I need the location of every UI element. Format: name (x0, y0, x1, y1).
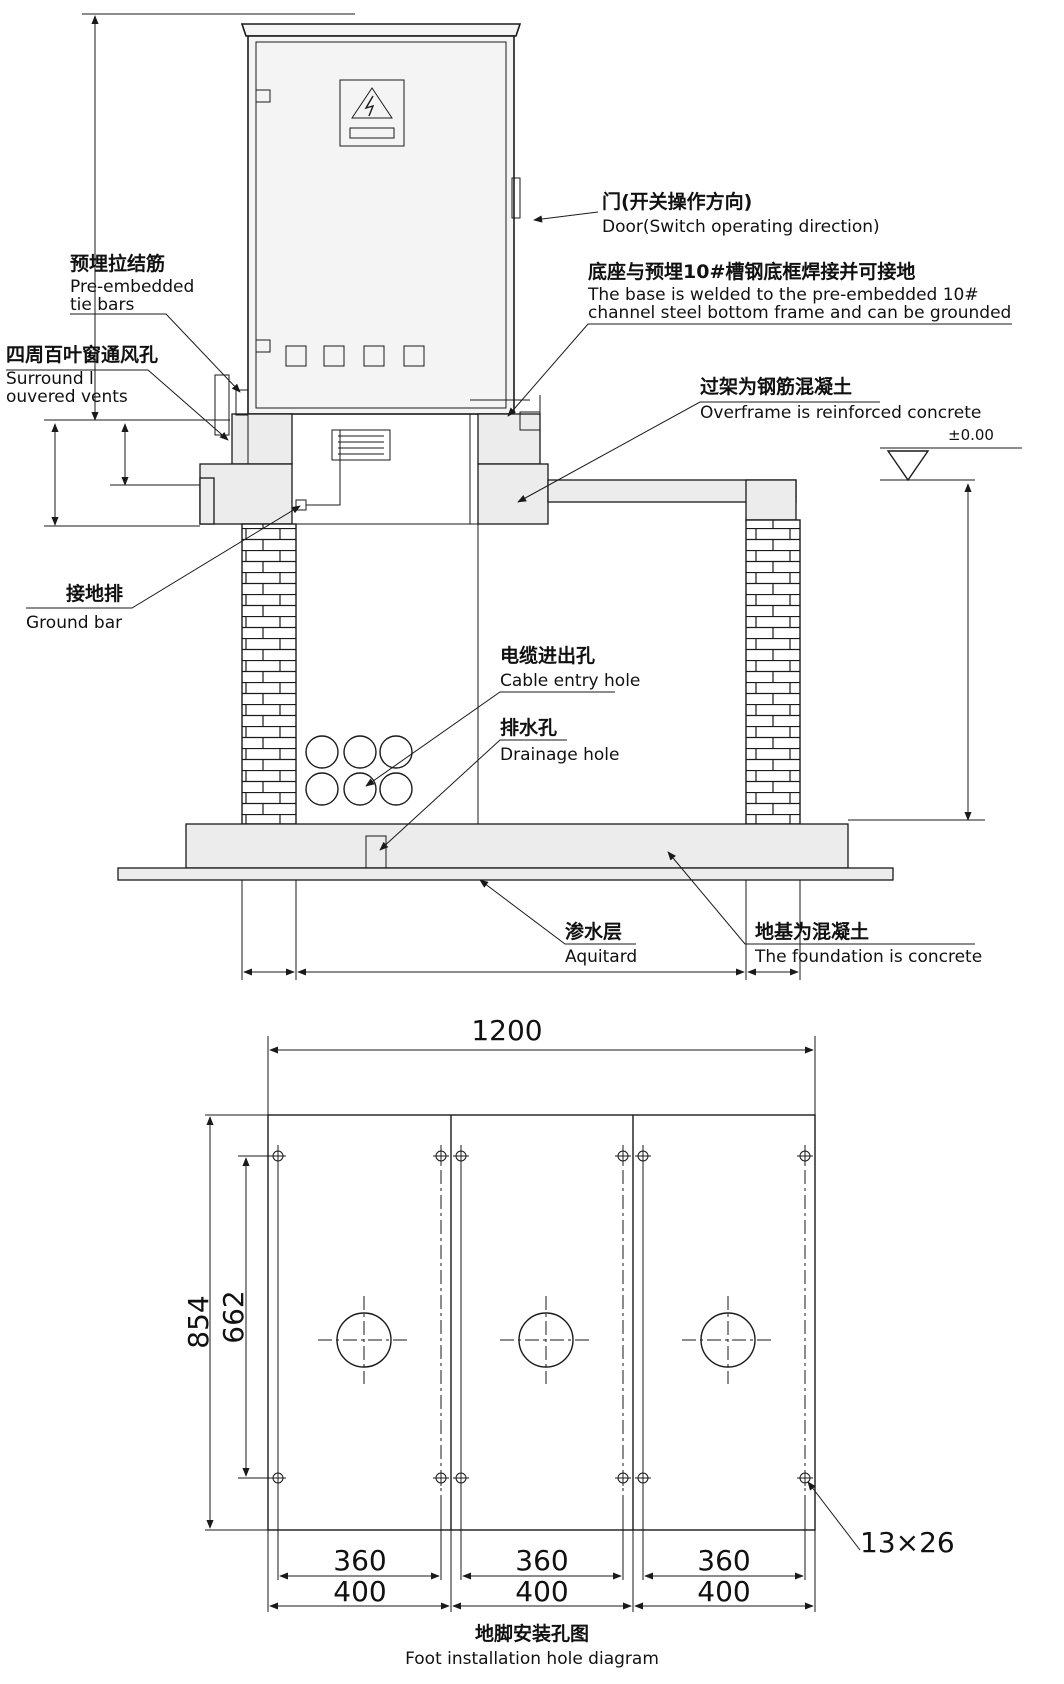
louvered-vent (331, 429, 391, 461)
callout-base: 底座与预埋10#槽钢底框焊接并可接地 The base is welded to… (507, 260, 1012, 417)
callout-drainage: 排水孔 Drainage hole (379, 716, 619, 851)
elevation-marker: ±0.00 (848, 426, 1022, 821)
anchor-hole (615, 1148, 631, 1164)
callout-tie-bars: 预埋拉结筋 Pre-embedded tie bars (70, 252, 241, 393)
plan-outline (267, 1114, 816, 1531)
width-dimension-label: 1200 (471, 1014, 542, 1047)
foundation-label-cn: 地基为混凝土 (755, 920, 869, 943)
callout-aquitard: 渗水层 Aquitard (479, 879, 637, 967)
spacing-label-1: 360 (333, 1544, 386, 1577)
overframe-concrete (199, 463, 797, 525)
vent-label-en1: Surround l (6, 369, 94, 389)
anchor-hole (635, 1470, 651, 1486)
section-width-label-2: 400 (515, 1575, 568, 1608)
hinge-top (255, 89, 271, 103)
aquitard-label-en: Aquitard (565, 947, 637, 967)
overframe-label-en: Overframe is reinforced concrete (700, 403, 981, 423)
tie-label-en2: tie bars (70, 295, 134, 315)
height-dimension-label: 854 (182, 1295, 215, 1348)
anchor-hole (797, 1148, 813, 1164)
vent-label-en2: ouvered vents (6, 387, 128, 407)
tie-label-en1: Pre-embedded (70, 277, 194, 297)
callout-vents: 四周百叶窗通风孔 Surround l ouvered vents (6, 343, 229, 441)
hole-size-label: 13×26 (860, 1526, 955, 1559)
foot-hole-plan: 1200 (182, 1014, 955, 1669)
section-width-label-1: 400 (333, 1575, 386, 1608)
overframe-label-cn: 过架为钢筋混凝土 (700, 375, 852, 398)
anchor-holes (270, 1148, 813, 1486)
left-height-dimension (44, 13, 355, 527)
plan-caption-cn: 地脚安装孔图 (475, 1622, 589, 1645)
callout-cable-entry: 电缆进出孔 Cable entry hole (365, 644, 640, 787)
spacing-label-3: 360 (697, 1544, 750, 1577)
anchor-hole (453, 1148, 469, 1164)
hinge-bottom (255, 339, 271, 353)
foundation-slab (117, 823, 894, 881)
anchor-hole (635, 1148, 651, 1164)
warning-sign (339, 79, 405, 147)
door-handle (511, 177, 521, 219)
door-label-cn: 门(开关操作方向) (602, 190, 752, 213)
center-cable-holes (318, 1296, 774, 1384)
anchor-hole (433, 1470, 449, 1486)
section-lines (277, 1145, 806, 1500)
cable-label-cn: 电缆进出孔 (500, 644, 595, 667)
anchor-hole (615, 1470, 631, 1486)
section-width-label-3: 400 (697, 1575, 750, 1608)
elevation-label: ±0.00 (948, 426, 994, 444)
ground-label-en: Ground bar (26, 613, 122, 633)
callout-door: 门(开关操作方向) Door(Switch operating directio… (533, 190, 880, 237)
callout-foundation: 地基为混凝土 The foundation is concrete (667, 851, 982, 967)
drain-label-cn: 排水孔 (500, 716, 557, 739)
base-label-cn: 底座与预埋10#槽钢底框焊接并可接地 (588, 260, 915, 283)
door-label-en: Door(Switch operating direction) (602, 217, 880, 237)
inner-height-dimension-label: 662 (217, 1290, 250, 1343)
tie-label-cn: 预埋拉结筋 (70, 252, 165, 275)
brick-walls (241, 519, 801, 825)
drain-label-en: Drainage hole (500, 745, 619, 765)
cable-entry-holes (305, 735, 413, 806)
anchor-hole (433, 1148, 449, 1164)
callout-ground-bar: 接地排 Ground bar (26, 430, 341, 633)
anchor-hole (453, 1470, 469, 1486)
bottom-dimension (241, 880, 801, 980)
aquitard-label-cn: 渗水层 (565, 920, 622, 943)
elevation-view: ±0.00 (6, 13, 1022, 980)
spacing-label-2: 360 (515, 1544, 568, 1577)
bottom-spacing-dimensions: 360 360 360 400 400 400 (267, 1500, 816, 1612)
cable-label-en: Cable entry hole (500, 671, 640, 691)
callout-overframe: 过架为钢筋混凝土 Overframe is reinforced concret… (517, 375, 981, 503)
base-frame (214, 374, 541, 525)
plan-caption-en: Foot installation hole diagram (405, 1649, 659, 1669)
anchor-hole (797, 1470, 813, 1486)
switch-cabinet (240, 23, 541, 430)
base-label-en1: The base is welded to the pre-embedded 1… (587, 285, 979, 305)
ground-label-cn: 接地排 (66, 582, 123, 605)
foundation-label-en: The foundation is concrete (754, 947, 982, 967)
base-label-en2: channel steel bottom frame and can be gr… (588, 303, 1011, 323)
indicator-windows (285, 345, 425, 367)
vent-label-cn: 四周百叶窗通风孔 (6, 343, 158, 366)
